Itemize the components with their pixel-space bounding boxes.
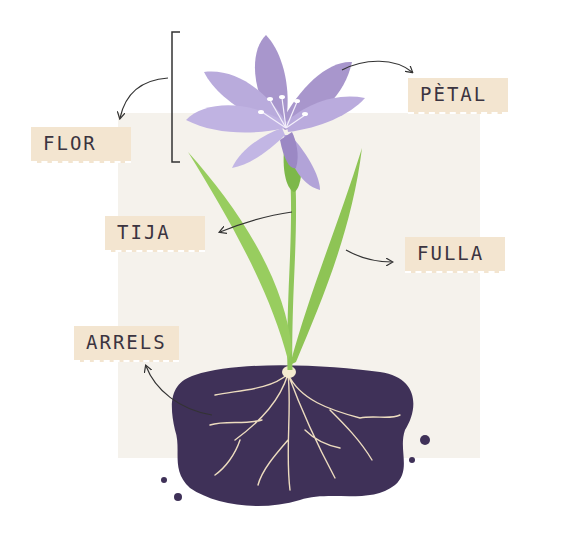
- leader-flor: [120, 78, 168, 118]
- part-label: FLOR: [31, 127, 131, 163]
- leader-tija: [220, 212, 292, 232]
- soil: [172, 365, 413, 506]
- leader-fulla: [346, 250, 392, 262]
- leaf: [290, 148, 362, 365]
- roots: [210, 374, 400, 490]
- part-label: PÈTAL: [408, 78, 508, 114]
- part-label: ARRELS: [74, 326, 179, 362]
- flower: [186, 35, 365, 190]
- part-label: TIJA: [105, 216, 205, 252]
- leaf: [188, 152, 292, 360]
- leader-petal: [342, 61, 412, 72]
- flower-bracket: [172, 32, 180, 162]
- part-label: FULLA: [405, 237, 505, 273]
- leader-arrels: [146, 366, 212, 415]
